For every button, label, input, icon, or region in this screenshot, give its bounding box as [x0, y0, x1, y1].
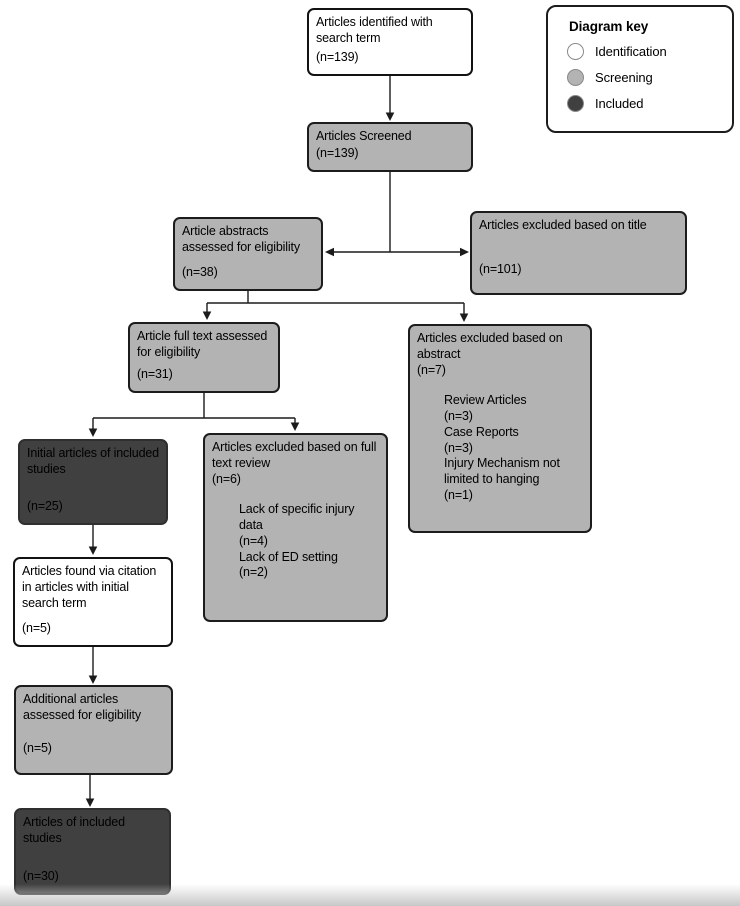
diagram-key: Diagram key Identification Screening Inc…	[546, 5, 734, 133]
diagram-key-title: Diagram key	[569, 19, 649, 34]
flow-box-citation-found: Articles found via citation in articles …	[13, 557, 173, 647]
reason-count: (n=3)	[444, 440, 473, 455]
exclusion-reason: Case Reports (n=3)	[444, 425, 585, 457]
box-count: (n=139)	[316, 146, 359, 161]
flow-box-final-included: Articles of included studies (n=30)	[14, 808, 171, 895]
page-bottom-shadow	[0, 884, 740, 906]
reason-label: Injury Mechanism not limited to hanging	[444, 456, 560, 486]
arrowhead-down	[85, 798, 95, 807]
arrowhead-down	[202, 311, 212, 320]
reason-label: Case Reports	[444, 424, 519, 439]
arrowhead-left	[325, 247, 334, 257]
key-row-included: Included	[567, 95, 732, 112]
exclusion-reason: Lack of ED setting (n=2)	[239, 550, 381, 582]
flow-box-abstracts-assessed: Article abstracts assessed for eligibili…	[173, 217, 323, 291]
flow-box-excluded-by-abstract: Articles excluded based on abstract (n=7…	[408, 324, 592, 533]
flow-box-additional-assessed: Additional articles assessed for eligibi…	[14, 685, 173, 775]
flow-box-initial-included: Initial articles of included studies (n=…	[18, 439, 168, 525]
arrowhead-down	[88, 546, 98, 555]
arrowhead-down	[88, 675, 98, 684]
box-title: Articles excluded based on title	[479, 218, 647, 232]
identification-dot-icon	[567, 43, 584, 60]
arrowhead-down	[88, 428, 98, 437]
exclusion-reason-list: Lack of specific injury data (n=4) Lack …	[239, 502, 381, 581]
box-title: Initial articles of included studies	[27, 446, 159, 476]
connector-abstracts-split	[206, 291, 465, 314]
box-count: (n=101)	[479, 262, 522, 277]
flow-box-excluded-by-fulltext: Articles excluded based on full text rev…	[203, 433, 388, 622]
box-count: (n=6)	[212, 471, 241, 486]
arrowhead-down	[385, 112, 395, 121]
box-count: (n=30)	[23, 869, 59, 884]
flow-box-articles-screened: Articles Screened (n=139)	[307, 122, 473, 172]
box-title: Articles excluded based on abstract	[417, 331, 563, 361]
included-dot-icon	[567, 95, 584, 112]
key-label-included: Included	[595, 96, 644, 111]
box-title: Articles Screened	[316, 129, 412, 143]
box-title: Article full text assessed for eligibili…	[137, 329, 268, 359]
box-count: (n=38)	[182, 265, 218, 280]
connector-screened-split	[333, 172, 461, 253]
box-title: Articles of included studies	[23, 815, 125, 845]
reason-label: Lack of specific injury data	[239, 502, 355, 532]
exclusion-reason: Review Articles (n=3)	[444, 393, 585, 425]
key-label-screening: Screening	[595, 70, 653, 85]
arrowhead-down	[290, 422, 300, 431]
box-title: Articles excluded based on full text rev…	[212, 440, 377, 470]
reason-count: (n=2)	[239, 565, 268, 580]
reason-label: Lack of ED setting	[239, 549, 338, 564]
reason-count: (n=3)	[444, 409, 473, 423]
arrowhead-right	[460, 247, 469, 257]
box-count: (n=25)	[27, 499, 63, 514]
exclusion-reason-list: Review Articles (n=3) Case Reports (n=3)…	[444, 393, 585, 503]
box-title: Article abstracts assessed for eligibili…	[182, 224, 300, 254]
flow-box-articles-identified: Articles identified with search term (n=…	[307, 8, 473, 76]
box-count: (n=31)	[137, 367, 173, 382]
exclusion-reason: Lack of specific injury data (n=4)	[239, 502, 381, 549]
box-title: Articles identified with search term	[316, 15, 433, 45]
key-label-identification: Identification	[595, 44, 667, 59]
box-count: (n=5)	[22, 621, 51, 636]
flow-box-excluded-by-title: Articles excluded based on title (n=101)	[470, 211, 687, 295]
screening-dot-icon	[567, 69, 584, 86]
arrowhead-down	[459, 313, 469, 322]
reason-label: Review Articles	[444, 393, 527, 408]
box-title: Articles found via citation in articles …	[22, 564, 157, 610]
box-count: (n=5)	[23, 741, 52, 756]
reason-count: (n=4)	[239, 533, 268, 548]
box-count: (n=139)	[316, 50, 359, 65]
box-title: Additional articles assessed for eligibi…	[23, 692, 141, 722]
connector-fulltext-split	[92, 393, 296, 429]
flow-box-fulltext-assessed: Article full text assessed for eligibili…	[128, 322, 280, 393]
key-row-screening: Screening	[567, 69, 732, 86]
exclusion-reason: Injury Mechanism not limited to hanging …	[444, 456, 585, 503]
reason-count: (n=1)	[444, 487, 473, 502]
box-count: (n=7)	[417, 362, 446, 377]
key-row-identification: Identification	[567, 43, 732, 60]
